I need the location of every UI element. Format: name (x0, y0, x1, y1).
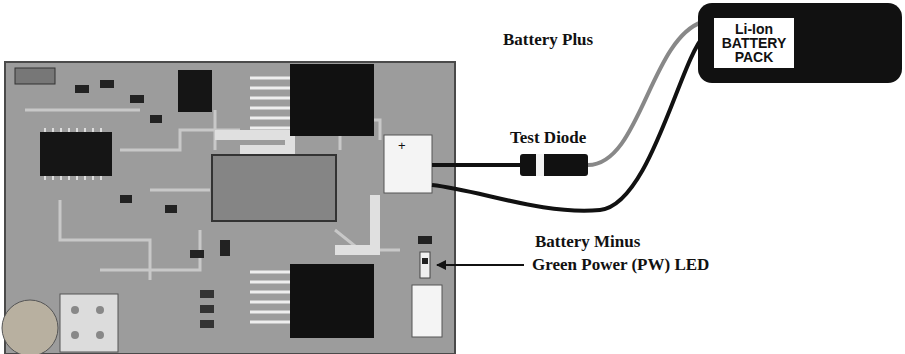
pcb-part (412, 285, 442, 337)
pcb-part (437, 264, 524, 266)
polarity-mark: + (398, 138, 406, 153)
pcb-part (200, 305, 214, 313)
pcb-part (520, 154, 588, 176)
pcb-part (75, 85, 89, 93)
pcb-part (588, 22, 702, 165)
pcb-part (418, 236, 432, 244)
pcb-part (120, 195, 132, 203)
pcb-part (432, 36, 704, 211)
pcb-part (40, 132, 112, 176)
pcb-part (100, 230, 200, 270)
pcb-part (200, 290, 214, 298)
wire-label: Battery Minus (535, 232, 640, 252)
pcb-part (71, 306, 79, 314)
pcb-part (96, 306, 104, 314)
pack-label: Li-Ion BATTERY PACK (714, 18, 794, 68)
pcb-part (290, 64, 374, 136)
wire-label: Battery Plus (503, 30, 593, 50)
pcb-part (60, 294, 118, 352)
pcb-part (5, 62, 455, 354)
pcb-part (536, 154, 544, 176)
pcb-part (250, 78, 290, 128)
pcb-part (15, 68, 55, 84)
pcb-part (96, 331, 104, 339)
pcb-part (335, 195, 375, 250)
pcb-part (200, 320, 214, 328)
part-label: Test Diode (510, 128, 586, 148)
pcb-part (2, 300, 58, 354)
pcb-part (130, 95, 144, 103)
battery-pack: Li-Ion BATTERY PACK (698, 3, 902, 83)
pcb-part (60, 200, 150, 280)
pcb-part (290, 264, 374, 338)
pcb-part (100, 80, 114, 88)
pcb-part (178, 70, 212, 112)
pcb-part (212, 155, 336, 221)
pcb-part (432, 163, 521, 167)
pcb-part (384, 135, 432, 193)
callout-label: Green Power (PW) LED (532, 255, 709, 275)
pcb-part (190, 250, 204, 258)
pcb-part (45, 176, 101, 180)
pcb-part (150, 115, 162, 123)
pcb-part (420, 252, 430, 278)
pcb-part (71, 331, 79, 339)
pcb-part (150, 189, 210, 192)
pcb-part (250, 272, 290, 322)
pcb-part (422, 258, 428, 264)
pcb-part (220, 240, 230, 256)
pcb-part (215, 135, 290, 150)
pcb-part (45, 128, 101, 132)
pcb-part (45, 128, 101, 180)
pcb-part (71, 306, 104, 339)
pcb-part (165, 205, 177, 213)
pcb-part (25, 109, 140, 112)
